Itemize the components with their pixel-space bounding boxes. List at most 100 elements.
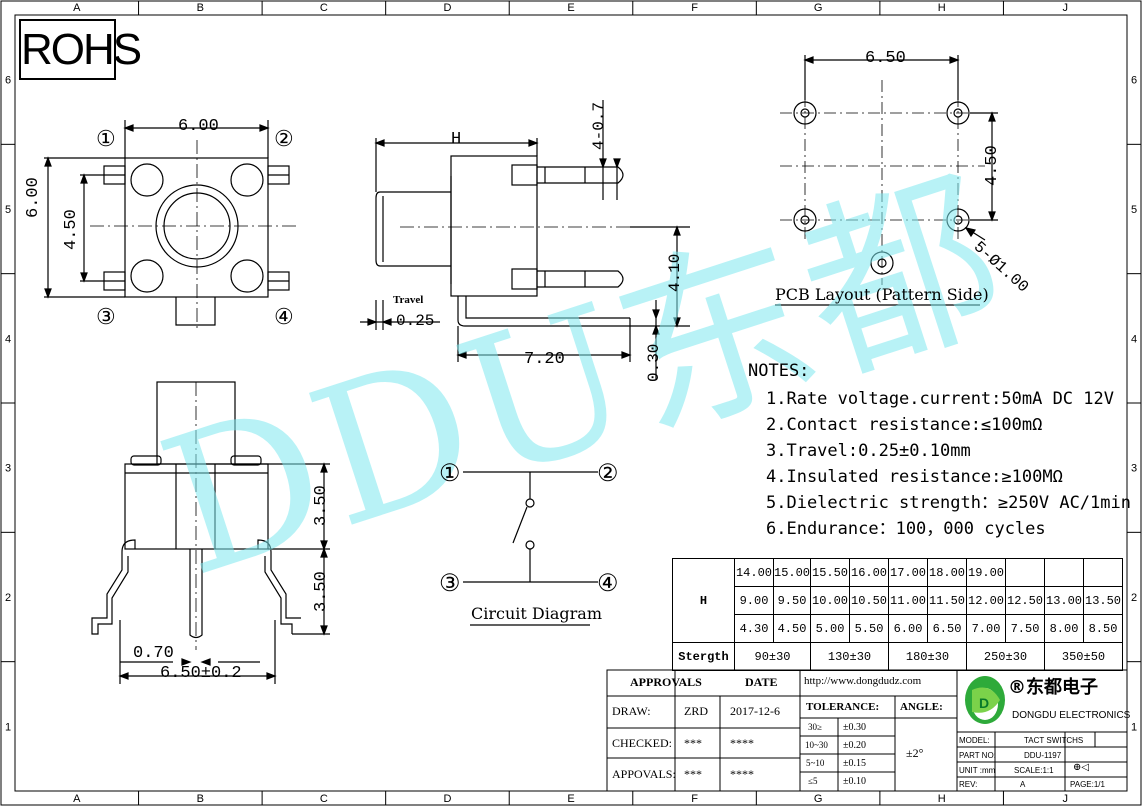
tol-range: ≤5 [808, 776, 818, 786]
strength-cell: 250±30 [966, 642, 1046, 671]
grid-row-label: 3 [1131, 463, 1137, 475]
projection-icon: ⊕◁ [1073, 762, 1090, 773]
side-pin-thk-dim: 0.30 [645, 343, 663, 382]
grid-row-label: 2 [5, 592, 11, 604]
strength-cell: 350±50 [1044, 642, 1124, 671]
h-cell: 5.50 [849, 614, 890, 643]
h-cell [1044, 558, 1085, 587]
pcb-height-dim: 4.50 [983, 145, 1002, 186]
grid-row-label: 1 [5, 721, 11, 733]
h-cell: 17.00 [888, 558, 929, 587]
h-cell: 15.50 [810, 558, 851, 587]
grid-col-label: G [814, 793, 823, 805]
h-cell: 7.00 [966, 614, 1007, 643]
angle-value: ±2° [906, 746, 924, 760]
front-lower-dim: 3.50 [312, 571, 331, 612]
tol-range: 30≥ [808, 722, 822, 732]
grid-row-label: 4 [1131, 333, 1137, 345]
approvals-label: APPOVALS: [612, 767, 676, 781]
grid-row-label: 6 [1131, 75, 1137, 87]
circuit-p4: ④ [597, 571, 619, 597]
pin2-label: ② [274, 126, 294, 151]
h-cell: 6.50 [927, 614, 968, 643]
grid-col-label: C [320, 2, 328, 14]
grid-col-label: B [197, 2, 204, 14]
h-cell: 13.50 [1083, 586, 1124, 615]
strength-label: Stergth [672, 642, 735, 671]
front-upper-dim: 3.50 [312, 485, 331, 526]
h-cell: 14.00 [734, 558, 774, 587]
h-cell: 19.00 [966, 558, 1007, 587]
draw-label: DRAW: [612, 704, 651, 718]
approvals-name: *** [684, 767, 702, 781]
h-cell: 4.50 [772, 614, 812, 643]
h-cell: 8.50 [1083, 614, 1124, 643]
grid-col-label: H [938, 2, 946, 14]
part-value: DDU-1197 [1024, 751, 1062, 760]
tol-value: ±0.10 [843, 776, 866, 787]
grid-col-label: B [197, 793, 204, 805]
h-cell: 7.50 [1005, 614, 1046, 643]
travel-dim: 0.25 [396, 312, 435, 330]
company-cn: ®东都电子 [1008, 677, 1098, 698]
top-height-dim: 6.00 [24, 177, 43, 218]
side-h-dim: H [451, 130, 462, 149]
rev-value: A [1020, 780, 1026, 789]
draw-date: 2017-12-6 [730, 704, 780, 718]
grid-col-label: C [320, 793, 328, 805]
grid-row-label: 3 [5, 463, 11, 475]
circuit-p1: ① [439, 461, 461, 487]
side-length-dim: 7.20 [524, 350, 565, 369]
tol-range: 5~10 [806, 758, 825, 768]
front-view [91, 381, 330, 684]
side-pin-len-dim: 4.10 [666, 253, 684, 292]
grid-col-label: H [938, 793, 946, 805]
h-cell: 12.00 [966, 586, 1007, 615]
checked-date: **** [730, 736, 754, 750]
part-label: PART NO: [959, 751, 996, 760]
model-label: MODEL: [959, 736, 990, 745]
grid-col-label: G [814, 2, 823, 14]
tol-value: ±0.30 [843, 722, 866, 733]
h-cell: 9.50 [772, 586, 812, 615]
travel-label: Travel [393, 294, 424, 306]
h-cell: 6.00 [888, 614, 929, 643]
h-cell: 5.00 [810, 614, 851, 643]
pcb-width-dim: 6.50 [865, 49, 906, 68]
h-table-label: H [672, 558, 735, 643]
circuit-p3: ③ [439, 571, 461, 597]
approvals-date: **** [730, 767, 754, 781]
notes: NOTES: 1.Rate voltage.current:50mA DC 12… [748, 358, 1131, 542]
checked-name: *** [684, 736, 702, 750]
pin3-label: ③ [96, 304, 116, 329]
grid-col-label: A [73, 2, 81, 14]
grid-col-label: D [443, 2, 451, 14]
h-cell: 10.50 [849, 586, 890, 615]
h-cell: 15.00 [772, 558, 812, 587]
unit-label: UNIT :mm [959, 766, 996, 775]
grid-row-label: 4 [5, 333, 11, 345]
h-cell: 16.00 [849, 558, 890, 587]
h-cell: 13.00 [1044, 586, 1085, 615]
strength-cell: 180±30 [888, 642, 968, 671]
grid-row-label: 2 [1131, 592, 1137, 604]
strength-cell: 130±30 [810, 642, 890, 671]
grid-col-label: D [443, 793, 451, 805]
grid-col-label: F [691, 793, 698, 805]
top-pitch-dim: 4.50 [62, 209, 81, 250]
grid-col-label: E [567, 2, 574, 14]
rohs-badge: ROHS [19, 19, 142, 80]
pcb-layout-title: PCB Layout (Pattern Side) [775, 285, 989, 304]
side-view [360, 100, 690, 380]
circuit-diagram [463, 471, 598, 626]
side-pin-width-dim: 4-0.7 [590, 101, 608, 150]
tolerance-header: TOLERANCE: [806, 701, 880, 713]
h-cell: 11.00 [888, 586, 929, 615]
date-header: DATE [745, 675, 778, 689]
h-cell: 10.00 [810, 586, 851, 615]
pcb-layout [775, 55, 998, 306]
grid-row-label: 6 [5, 75, 11, 87]
pin1-label: ① [96, 126, 116, 151]
